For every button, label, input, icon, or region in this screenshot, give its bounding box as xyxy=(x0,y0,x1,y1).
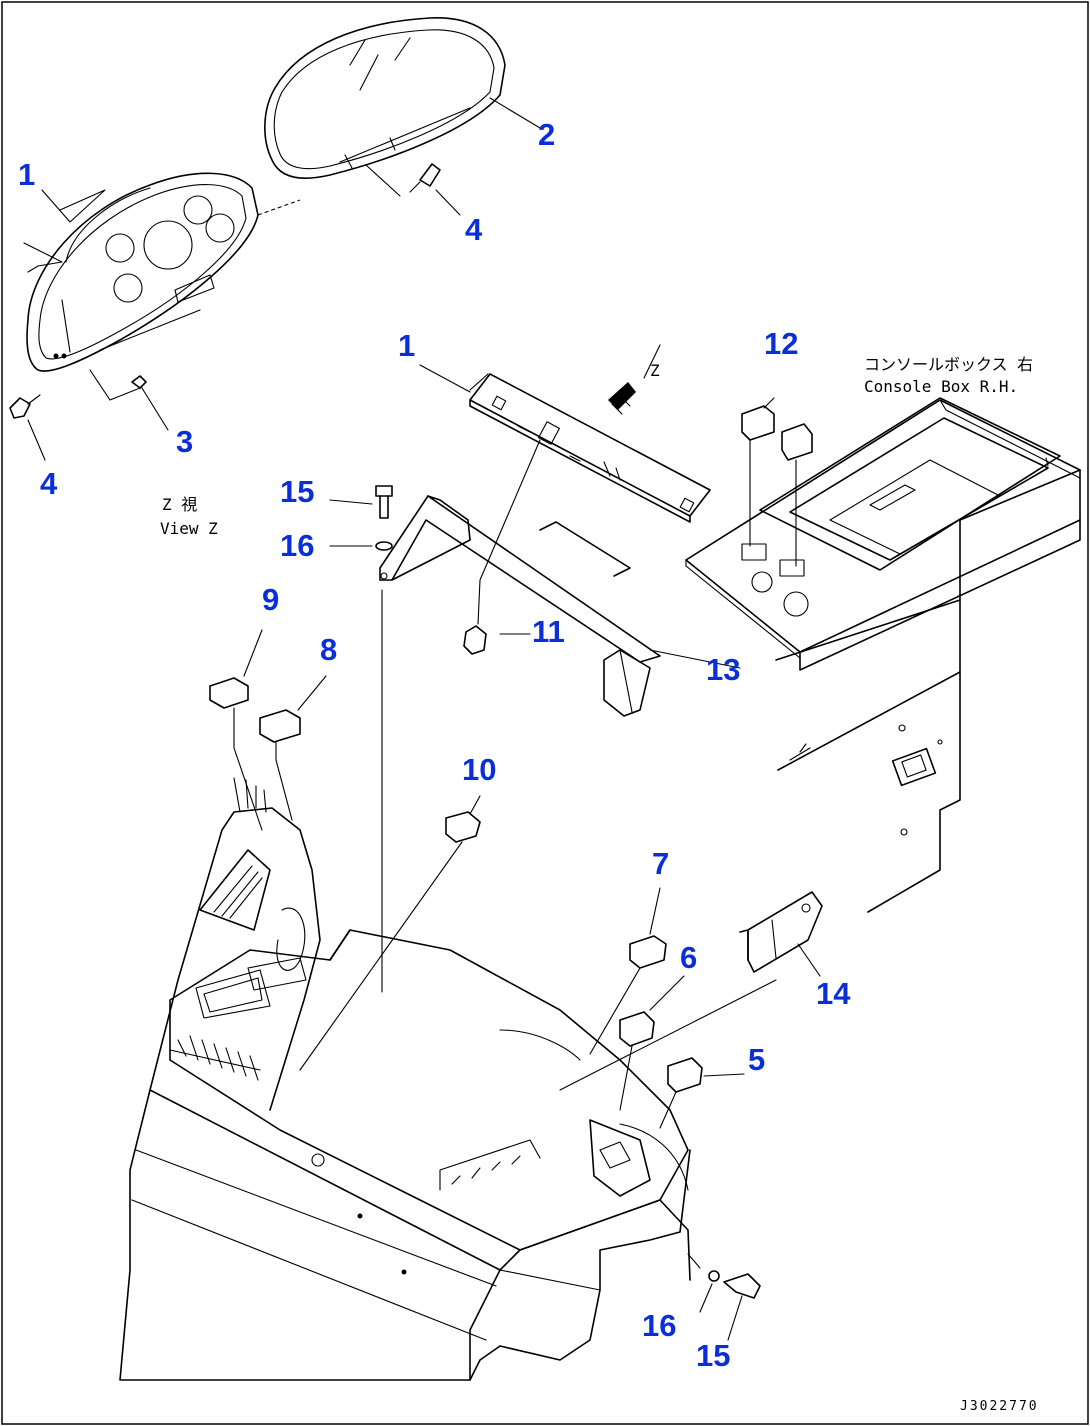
callout-15-top: 15 xyxy=(280,474,314,509)
switch-9-8 xyxy=(209,629,327,831)
view-label-jp: Z 視 xyxy=(162,495,197,514)
gauge-panel xyxy=(26,172,259,372)
callout-5: 5 xyxy=(748,1042,765,1077)
callout-8: 8 xyxy=(320,632,337,667)
switch-12 xyxy=(741,397,813,567)
bolt-15-top xyxy=(329,485,393,993)
callout-1-switch-panel: 1 xyxy=(398,328,415,363)
front-console xyxy=(119,777,691,1381)
console-label-en: Console Box R.H. xyxy=(864,377,1018,396)
switch-panel xyxy=(419,364,711,523)
labels: Z 視 View Z Z コンソールボックス 右 Console Box R.H… xyxy=(160,355,1039,1414)
callout-11: 11 xyxy=(532,614,565,649)
callout-1-gauge: 1 xyxy=(18,157,35,192)
callout-2: 2 xyxy=(538,117,555,152)
callout-7: 7 xyxy=(652,846,669,881)
callout-10: 10 xyxy=(462,752,496,787)
screw-11 xyxy=(463,439,541,655)
callout-14: 14 xyxy=(816,976,851,1011)
console-label-jp: コンソールボックス 右 xyxy=(864,355,1033,374)
bolt-15-bottom xyxy=(687,1253,761,1341)
view-arrow xyxy=(608,344,661,415)
callout-12: 12 xyxy=(764,326,798,361)
console-box-rh xyxy=(685,397,1081,913)
bracket xyxy=(379,495,741,717)
callout-13: 13 xyxy=(706,652,740,687)
bracket-14 xyxy=(559,891,823,1091)
leader-lines-top xyxy=(23,97,541,461)
callout-6: 6 xyxy=(680,940,697,975)
view-arrow-label: Z xyxy=(650,361,660,380)
switch-7-6-5 xyxy=(589,887,745,1129)
callout-16-bottom: 16 xyxy=(642,1308,676,1343)
callout-9: 9 xyxy=(262,582,279,617)
callout-16-top: 16 xyxy=(280,528,314,563)
view-label-en: View Z xyxy=(160,519,218,538)
callout-3: 3 xyxy=(176,424,193,459)
gauge-cover xyxy=(264,17,506,180)
screw-parts-top xyxy=(9,163,441,419)
callout-15-bottom: 15 xyxy=(696,1338,730,1373)
callout-4-top: 4 xyxy=(465,212,483,247)
callout-4-left: 4 xyxy=(40,466,58,501)
callouts: 1 2 4 3 4 1 12 15 16 11 13 9 8 10 7 6 5 … xyxy=(18,117,851,1373)
drawing-code: J3022770 xyxy=(960,1399,1039,1414)
switch-10 xyxy=(299,795,481,1071)
